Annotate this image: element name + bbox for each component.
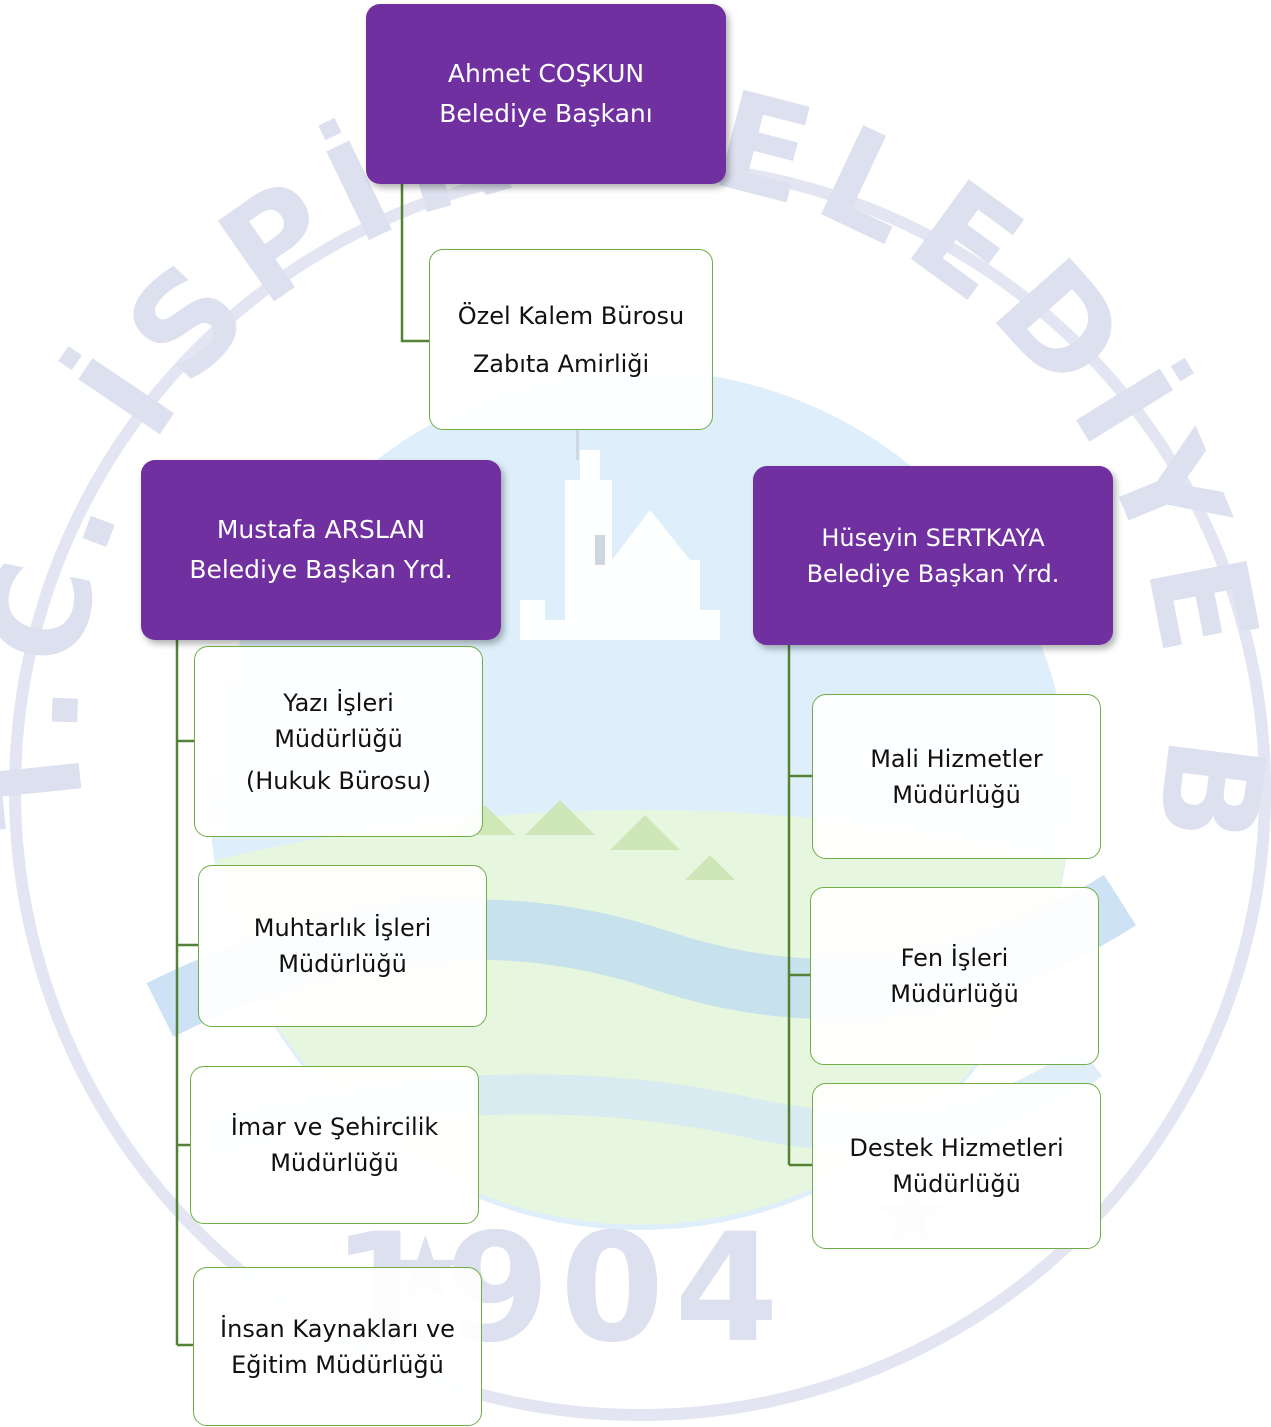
deputy-right-name: Hüseyin SERTKAYA xyxy=(821,523,1045,552)
mayor-box: Ahmet COŞKUN Belediye Başkanı xyxy=(366,4,726,184)
unit-box-zoning-urbanism: İmar ve Şehircilik Müdürlüğü xyxy=(190,1066,479,1224)
deputy-right-title: Belediye Başkan Yrd. xyxy=(806,559,1060,588)
unit-box-technical-works: Fen İşleri Müdürlüğü xyxy=(810,887,1099,1065)
private-office-label: Özel Kalem Bürosu xyxy=(457,301,685,330)
deputy-left-name: Mustafa ARSLAN xyxy=(216,515,426,544)
unit-box-writing-affairs: Yazı İşleri Müdürlüğü (Hukuk Bürosu) xyxy=(194,646,483,837)
deputy-left-box: Mustafa ARSLAN Belediye Başkan Yrd. xyxy=(141,460,501,640)
mayor-title: Belediye Başkanı xyxy=(439,99,653,128)
deputy-right-box: Hüseyin SERTKAYA Belediye Başkan Yrd. xyxy=(753,466,1113,645)
municipal-police-label: Zabıta Amirliği xyxy=(472,349,650,378)
unit-box-human-resources: İnsan Kaynakları ve Eğitim Müdürlüğü xyxy=(193,1267,482,1426)
unit-box-headman-affairs: Muhtarlık İşleri Müdürlüğü xyxy=(198,865,487,1027)
unit-box-financial-services: Mali Hizmetler Müdürlüğü xyxy=(812,694,1101,859)
unit-box-support-services: Destek Hizmetleri Müdürlüğü xyxy=(812,1083,1101,1249)
mayor-name: Ahmet COŞKUN xyxy=(447,59,645,88)
mayor-office-box: Özel Kalem Bürosu Zabıta Amirliği xyxy=(429,249,713,430)
deputy-left-title: Belediye Başkan Yrd. xyxy=(189,555,453,584)
